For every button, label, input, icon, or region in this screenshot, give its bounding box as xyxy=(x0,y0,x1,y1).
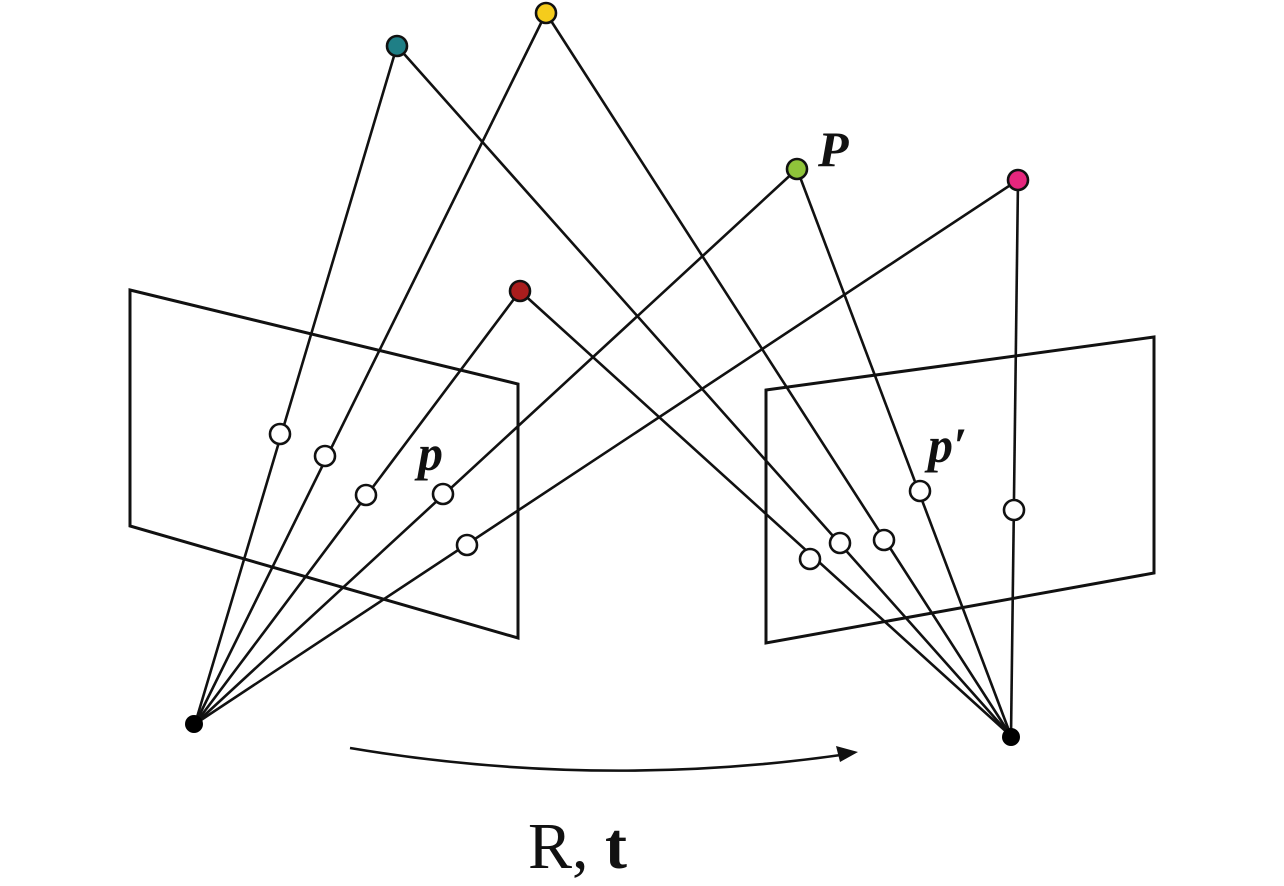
right-camera-center xyxy=(1002,728,1020,746)
projection-left-red xyxy=(354,483,378,507)
right-image-plane xyxy=(764,335,1156,645)
projection-left-teal xyxy=(268,422,292,446)
projection-left-magenta xyxy=(455,533,479,557)
world-point-green xyxy=(785,157,809,181)
world-point-magenta xyxy=(1006,168,1030,192)
world-point-yellow xyxy=(534,1,558,25)
ray-right-green xyxy=(795,168,1013,737)
rotation-label: R, xyxy=(528,810,605,883)
projection-right-green xyxy=(908,479,932,503)
projection-left-yellow xyxy=(313,444,337,468)
ray-right-yellow xyxy=(544,12,1013,737)
right-projected-points xyxy=(798,479,1026,571)
projection-right-yellow xyxy=(872,528,896,552)
projection-right-magenta xyxy=(1002,498,1026,522)
left-image-point-label: p xyxy=(414,425,443,481)
ray-left-red xyxy=(193,290,522,725)
ray-right-red xyxy=(519,290,1012,737)
right-camera-rays xyxy=(396,12,1020,737)
left-camera-center xyxy=(185,715,203,733)
ray-left-yellow xyxy=(193,12,548,725)
world-point-teal xyxy=(385,34,409,58)
motion-arrow-arc xyxy=(349,746,849,772)
projection-right-red xyxy=(798,547,822,571)
ray-right-teal xyxy=(396,45,1012,737)
world-points xyxy=(385,1,1030,303)
ray-right-magenta xyxy=(1009,179,1020,737)
world-point-label: P xyxy=(817,121,849,177)
right-image-point-label: p′ xyxy=(924,417,967,473)
motion-label: R, t xyxy=(528,810,627,883)
projection-left-green xyxy=(431,482,455,506)
left-camera-rays xyxy=(193,12,1019,726)
world-point-red xyxy=(508,279,532,303)
ray-left-teal xyxy=(193,45,399,725)
motion-arrow-head xyxy=(836,746,858,762)
translation-label: t xyxy=(605,810,627,883)
left-projected-points xyxy=(268,422,479,557)
left-image-plane xyxy=(128,288,520,640)
ray-left-green xyxy=(194,168,798,725)
projection-right-teal xyxy=(828,531,852,555)
ray-left-magenta xyxy=(194,178,1019,726)
